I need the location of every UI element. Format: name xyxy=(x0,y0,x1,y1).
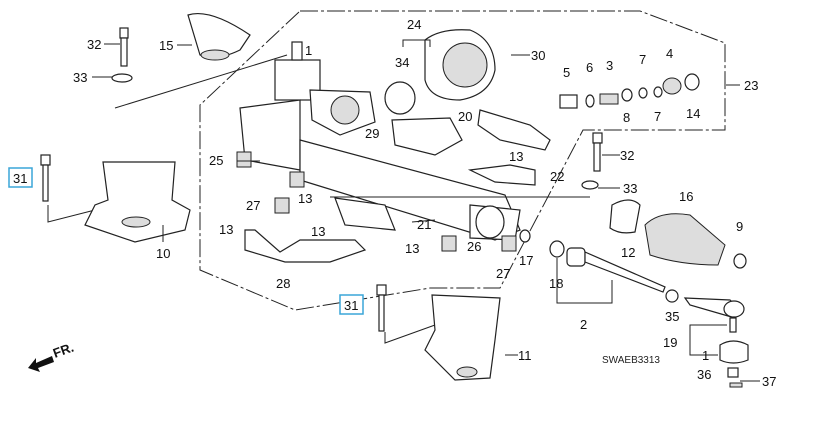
boot-15 xyxy=(187,12,251,61)
washer-33-top xyxy=(111,73,133,83)
callout-31-right[interactable]: 31 xyxy=(344,298,358,313)
front-label: FR. xyxy=(51,340,76,361)
clip-9 xyxy=(733,253,747,269)
callout-32-right[interactable]: 32 xyxy=(620,148,634,163)
callout-box-31-right[interactable] xyxy=(339,294,364,315)
callout-4[interactable]: 4 xyxy=(666,46,673,61)
bracket-22 xyxy=(467,164,536,186)
callout-17[interactable]: 17 xyxy=(519,253,533,268)
callout-15[interactable]: 15 xyxy=(159,38,173,53)
callout-1-top[interactable]: 1 xyxy=(305,43,312,58)
nut-35 xyxy=(665,289,679,303)
callout-24[interactable]: 24 xyxy=(407,17,421,32)
callout-20[interactable]: 20 xyxy=(458,109,472,124)
callout-box-31-left[interactable] xyxy=(8,167,33,188)
callout-29[interactable]: 29 xyxy=(365,126,379,141)
callout-34[interactable]: 34 xyxy=(395,55,409,70)
callout-12[interactable]: 12 xyxy=(621,245,635,260)
bolt-32-right xyxy=(592,132,603,172)
callout-21[interactable]: 21 xyxy=(417,217,431,232)
callout-31-left[interactable]: 31 xyxy=(13,171,27,186)
callout-30[interactable]: 30 xyxy=(531,48,545,63)
callout-6[interactable]: 6 xyxy=(586,60,593,75)
callout-13-b[interactable]: 13 xyxy=(298,191,312,206)
heat-shield-28 xyxy=(244,229,367,263)
callout-1-bottom[interactable]: 1 xyxy=(702,348,709,363)
callout-27-right[interactable]: 27 xyxy=(496,266,510,281)
bolt-31-right xyxy=(376,284,387,332)
front-direction-arrow: FR. xyxy=(28,340,76,372)
callout-14[interactable]: 14 xyxy=(686,106,700,121)
callout-5[interactable]: 5 xyxy=(563,65,570,80)
callout-13-c[interactable]: 13 xyxy=(311,224,325,239)
callout-26[interactable]: 26 xyxy=(467,239,481,254)
callout-7-lower[interactable]: 7 xyxy=(654,109,661,124)
tie-rod-2 xyxy=(566,247,666,293)
callout-33[interactable]: 33 xyxy=(73,70,87,85)
valve-parts-row xyxy=(559,73,700,109)
boot-16 xyxy=(644,213,726,266)
washer-18 xyxy=(549,240,565,258)
callout-36[interactable]: 36 xyxy=(697,367,711,382)
cover-29 xyxy=(391,117,463,156)
callout-11[interactable]: 11 xyxy=(518,348,532,363)
clamp-12 xyxy=(609,199,641,234)
callout-25[interactable]: 25 xyxy=(209,153,223,168)
boot-1 xyxy=(719,340,749,364)
callout-13-a[interactable]: 13 xyxy=(509,149,523,164)
callout-27-left[interactable]: 27 xyxy=(246,198,260,213)
rack-housing xyxy=(299,139,521,241)
callout-35[interactable]: 35 xyxy=(665,309,679,324)
washer-33-right xyxy=(581,180,599,190)
callout-18[interactable]: 18 xyxy=(549,276,563,291)
callout-7-upper[interactable]: 7 xyxy=(639,52,646,67)
mount-bracket-11 xyxy=(424,294,501,381)
leader-lines xyxy=(92,39,760,382)
sensor-bracket xyxy=(477,109,551,151)
assembly-boundary xyxy=(199,10,726,311)
callout-32[interactable]: 32 xyxy=(87,37,101,52)
o-ring-34 xyxy=(384,81,416,115)
bracket-21 xyxy=(334,197,396,231)
pin-37 xyxy=(729,382,743,388)
callout-13-e[interactable]: 13 xyxy=(405,241,419,256)
bolt-31-left xyxy=(40,154,51,202)
callout-28[interactable]: 28 xyxy=(276,276,290,291)
mount-bracket-10 xyxy=(84,161,191,243)
callout-10[interactable]: 10 xyxy=(156,246,170,261)
callout-2[interactable]: 2 xyxy=(580,317,587,332)
callout-19[interactable]: 19 xyxy=(663,335,677,350)
diagram-code: SWAEB3313 xyxy=(602,355,660,366)
callout-16[interactable]: 16 xyxy=(679,189,693,204)
callout-9[interactable]: 9 xyxy=(736,219,743,234)
callout-3[interactable]: 3 xyxy=(606,58,613,73)
callout-13-d[interactable]: 13 xyxy=(219,222,233,237)
tie-rod-end-19 xyxy=(683,297,745,333)
callout-8[interactable]: 8 xyxy=(623,110,630,125)
bolt-32-top xyxy=(119,27,129,67)
motor-24 xyxy=(424,29,496,101)
callout-37[interactable]: 37 xyxy=(762,374,776,389)
gear-housing xyxy=(239,41,376,171)
callout-labels: 32 15 33 1 24 34 30 5 6 3 7 4 23 8 7 14 … xyxy=(13,17,776,389)
nut-36 xyxy=(727,367,739,378)
callout-22[interactable]: 22 xyxy=(550,169,564,184)
bushings xyxy=(236,151,531,252)
callout-23[interactable]: 23 xyxy=(744,78,758,93)
callout-33-right[interactable]: 33 xyxy=(623,181,637,196)
